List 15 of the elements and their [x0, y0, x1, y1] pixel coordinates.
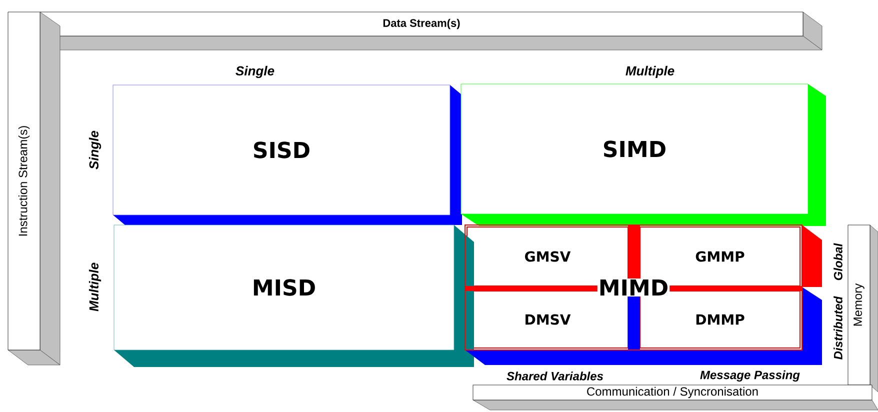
- axis-label: Multiple: [626, 66, 674, 78]
- communication-label: Message Passing: [700, 370, 800, 382]
- class-box: SIMD: [460, 84, 826, 226]
- stream-bar: Instruction Stream(s): [8, 12, 60, 366]
- memory-label: Distributed: [834, 296, 842, 360]
- stream-bar: Data Stream(s): [40, 12, 822, 50]
- axis-label: Multiple: [88, 262, 102, 312]
- class-box: SISD: [112, 84, 462, 225]
- memory-label: Global: [834, 243, 842, 280]
- axis-label: Single: [236, 66, 274, 78]
- axis-label: Single: [88, 130, 102, 170]
- memory-bar: Memory: [848, 224, 878, 392]
- communication-bar: Communication / Syncronisation: [472, 384, 878, 410]
- class-box: MISD: [114, 224, 474, 367]
- communication-label: Shared Variables: [506, 372, 604, 380]
